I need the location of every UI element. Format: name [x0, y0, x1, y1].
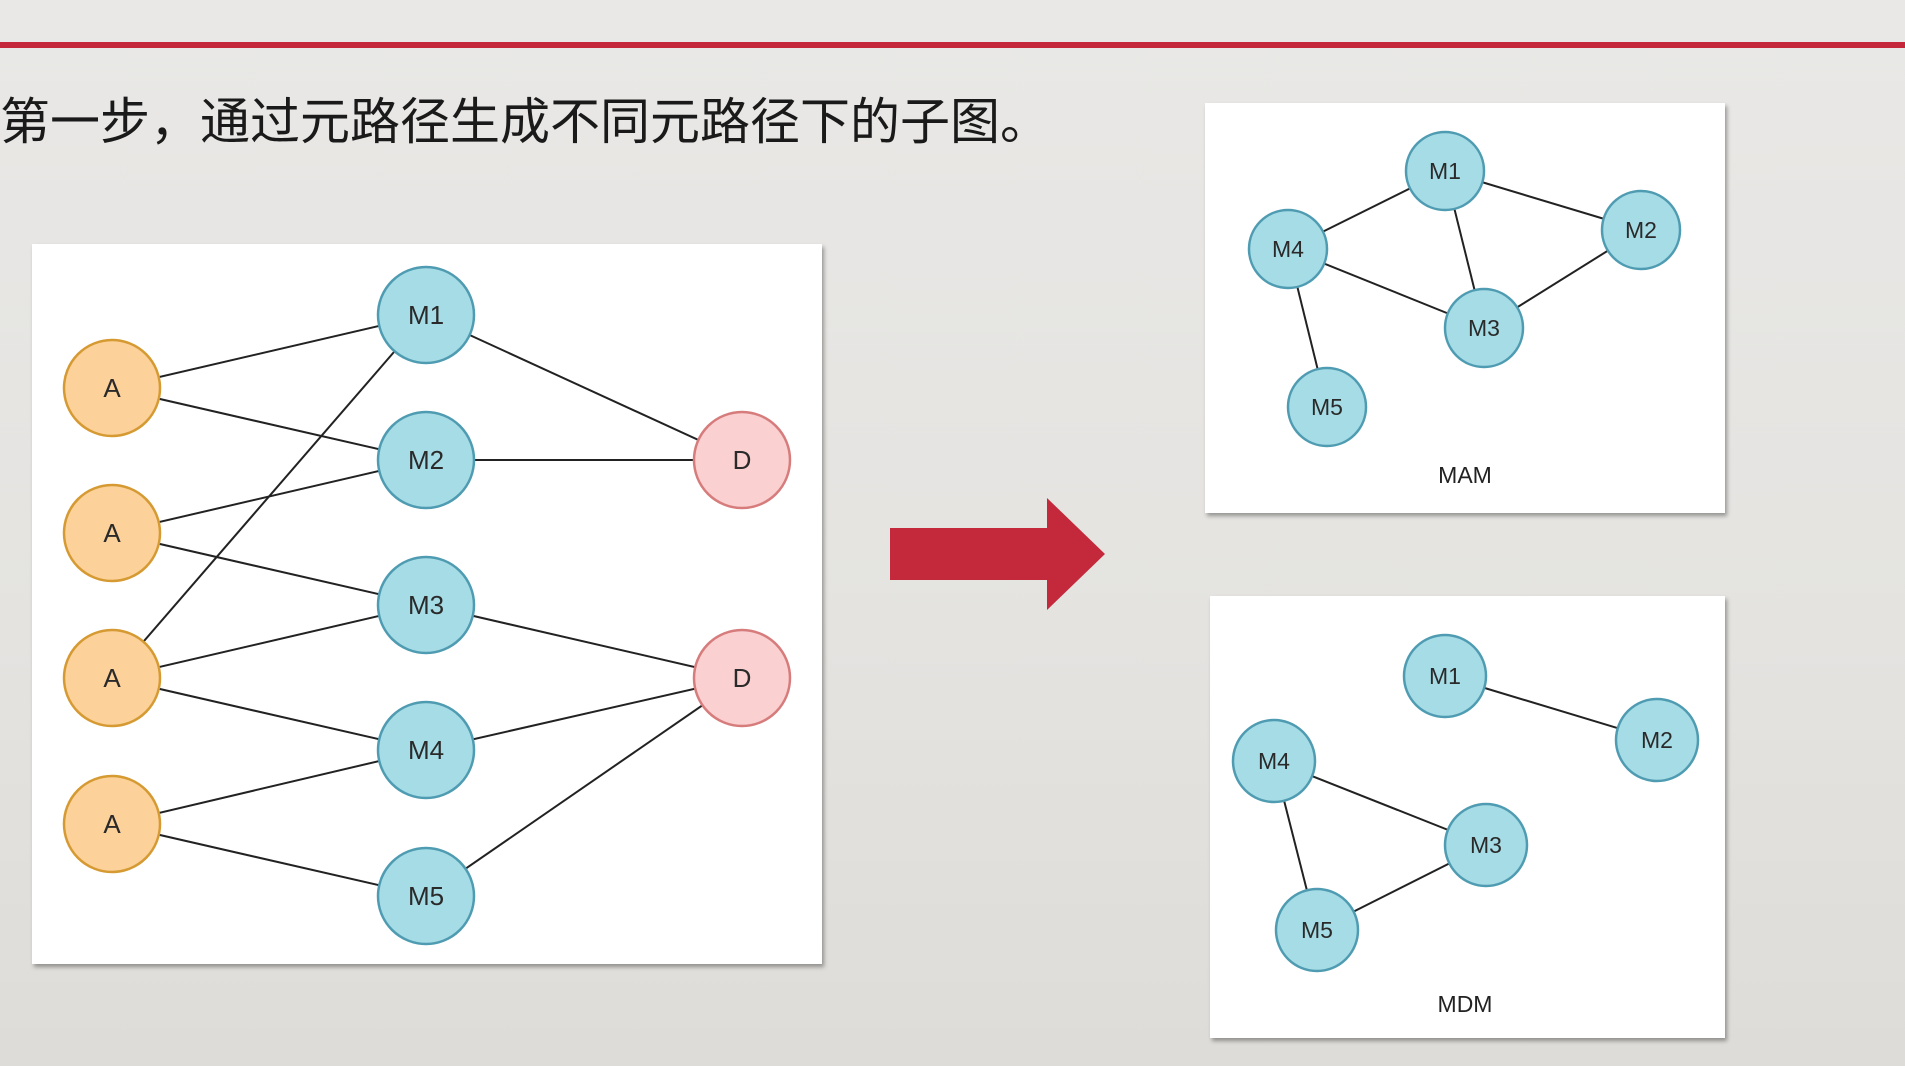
mam-node-m5: M5 [1286, 366, 1368, 448]
mdm-node-m2: M2 [1614, 697, 1700, 783]
mdm-node-label: M1 [1429, 663, 1461, 689]
main-node-a3: A [62, 628, 162, 728]
mdm-node-m1: M1 [1402, 633, 1488, 719]
main-edge-a4-m4 [111, 749, 427, 825]
mam-node-m3: M3 [1443, 287, 1525, 369]
main-edge-a4-m5 [111, 823, 427, 897]
main-node-circle [692, 410, 792, 510]
title-accent-rule [0, 42, 1905, 48]
mdm-node-circle [1614, 697, 1700, 783]
main-edge-a2-m3 [111, 532, 427, 606]
main-node-circle [62, 628, 162, 728]
mam-node-m1: M1 [1404, 130, 1486, 212]
mam-node-m4: M4 [1247, 208, 1329, 290]
mam-node-label: M5 [1311, 394, 1343, 420]
main-node-label: A [103, 809, 121, 839]
mdm-caption: MDM [1438, 991, 1493, 1017]
main-node-circle [376, 700, 476, 800]
right-arrow-icon [890, 498, 1105, 610]
mdm-node-label: M5 [1301, 917, 1333, 943]
main-node-label: A [103, 663, 121, 693]
main-node-a4: A [62, 774, 162, 874]
main-node-circle [376, 265, 476, 365]
main-edge-a1-m2 [111, 387, 427, 461]
main-node-m4: M4 [376, 700, 476, 800]
main-node-label: A [103, 518, 121, 548]
mam-node-circle [1286, 366, 1368, 448]
main-edge-a1-m1 [111, 314, 427, 389]
main-node-label: D [733, 663, 752, 693]
mam-node-label: M4 [1272, 236, 1304, 262]
main-node-a1: A [62, 338, 162, 438]
main-edge-m5-d2 [425, 677, 743, 897]
mam-node-label: M1 [1429, 158, 1461, 184]
main-node-label: A [103, 373, 121, 403]
main-node-label: D [733, 445, 752, 475]
main-node-label: M1 [408, 300, 444, 330]
main-node-m1: M1 [376, 265, 476, 365]
main-edge-m3-d2 [425, 604, 743, 679]
mam-node-m2: M2 [1600, 189, 1682, 271]
main-node-label: M3 [408, 590, 444, 620]
mdm-node-circle [1402, 633, 1488, 719]
slide-heading: 第一步，通过元路径生成不同元路径下的子图。 [0, 93, 1050, 151]
main-node-circle [62, 338, 162, 438]
mam-node-label: M2 [1625, 217, 1657, 243]
main-node-m2: M2 [376, 410, 476, 510]
mam-node-label: M3 [1468, 315, 1500, 341]
mam-node-circle [1404, 130, 1486, 212]
mdm-node-m4: M4 [1231, 718, 1317, 804]
main-node-label: M5 [408, 881, 444, 911]
mam-caption: MAM [1438, 462, 1492, 488]
main-node-circle [376, 846, 476, 946]
main-edge-m4-d2 [425, 677, 743, 751]
main-edge-a3-m3 [111, 604, 427, 679]
mam-node-circle [1247, 208, 1329, 290]
main-node-circle [376, 555, 476, 655]
main-node-label: M2 [408, 445, 444, 475]
main-node-m5: M5 [376, 846, 476, 946]
mdm-node-m5: M5 [1274, 887, 1360, 973]
mdm-node-label: M3 [1470, 832, 1502, 858]
mdm-node-label: M4 [1258, 748, 1290, 774]
main-node-circle [376, 410, 476, 510]
mam-node-circle [1443, 287, 1525, 369]
main-node-circle [62, 774, 162, 874]
main-node-label: M4 [408, 735, 444, 765]
main-node-circle [692, 628, 792, 728]
mdm-node-circle [1231, 718, 1317, 804]
main-node-d1: D [692, 410, 792, 510]
main-node-d2: D [692, 628, 792, 728]
mam-node-circle [1600, 189, 1682, 271]
main-node-a2: A [62, 483, 162, 583]
main-edge-a3-m1 [111, 314, 427, 679]
mdm-node-label: M2 [1641, 727, 1673, 753]
main-edge-m1-d1 [425, 314, 743, 461]
mdm-node-m3: M3 [1443, 802, 1529, 888]
main-edge-a3-m4 [111, 677, 427, 751]
mdm-node-circle [1274, 887, 1360, 973]
main-node-circle [62, 483, 162, 583]
main-node-m3: M3 [376, 555, 476, 655]
mdm-node-circle [1443, 802, 1529, 888]
